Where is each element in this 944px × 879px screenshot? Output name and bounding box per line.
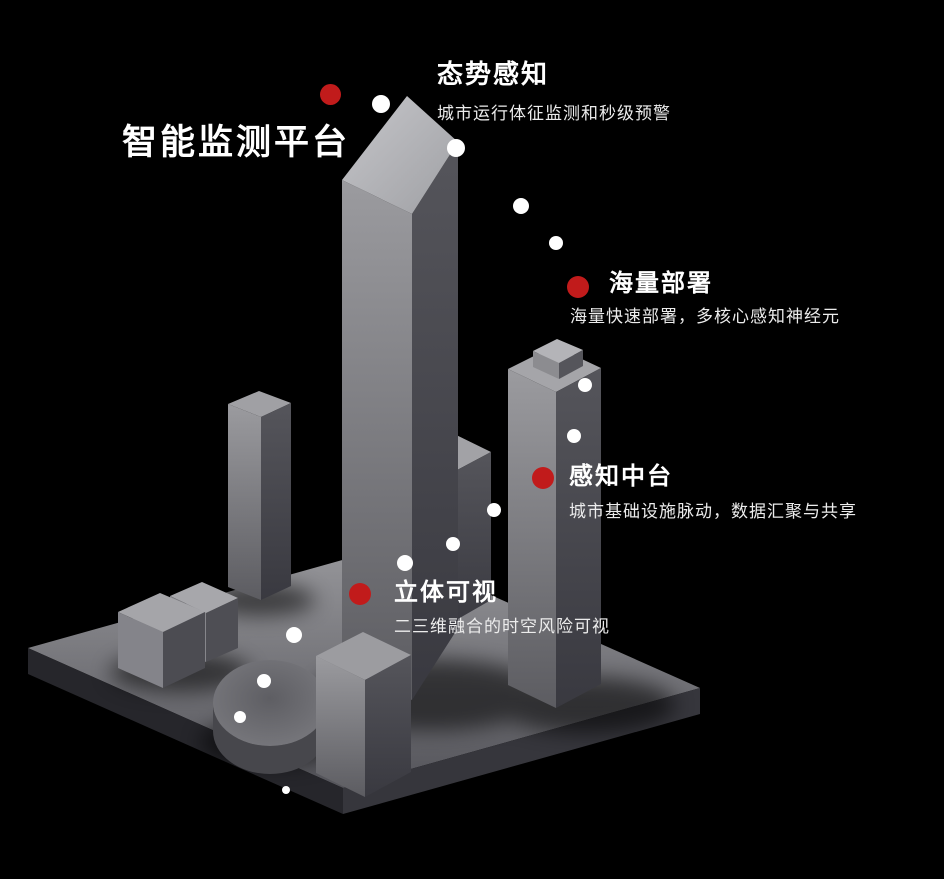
- feature-description: 二三维融合的时空风险可视: [394, 616, 610, 637]
- feature-description: 城市运行体征监测和秒级预警: [437, 104, 671, 125]
- low-slabs: [118, 582, 238, 688]
- main-tower: [342, 96, 458, 700]
- feature-heading: 感知中台: [569, 462, 673, 490]
- cylinder-structure: [213, 660, 327, 774]
- trail-dot: [513, 198, 529, 214]
- dot-trail: [234, 95, 592, 794]
- trail-dot: [578, 378, 592, 392]
- trail-dot: [447, 139, 465, 157]
- feature-3d-visualization: 立体可视 二三维融合的时空风险可视: [394, 578, 610, 638]
- feature-massive-deployment: 海量部署 海量快速部署，多核心感知神经元: [570, 269, 840, 328]
- trail-dot: [257, 674, 271, 688]
- trail-dot: [446, 537, 460, 551]
- feature-description: 海量快速部署，多核心感知神经元: [570, 306, 840, 327]
- feature-description: 城市基础设施脉动，数据汇聚与共享: [569, 501, 857, 522]
- feature-marker-dot: [349, 583, 371, 605]
- title-marker-dot: [320, 84, 341, 105]
- trail-dot: [397, 555, 413, 571]
- feature-marker-dot: [567, 276, 589, 298]
- feature-marker-dot: [532, 467, 554, 489]
- trail-dot: [372, 95, 390, 113]
- small-tower-left: [228, 391, 291, 600]
- front-building: [316, 632, 411, 797]
- trail-dot: [282, 786, 290, 794]
- right-tower: [508, 339, 601, 708]
- feature-heading: 态势感知: [437, 60, 550, 90]
- trail-dot: [234, 711, 246, 723]
- feature-perception-hub: 感知中台 城市基础设施脉动，数据汇聚与共享: [569, 462, 857, 523]
- trail-dot: [549, 236, 563, 250]
- feature-situation-awareness: 态势感知 城市运行体征监测和秒级预警: [437, 60, 671, 125]
- trail-dot: [567, 429, 581, 443]
- feature-heading: 立体可视: [394, 578, 498, 606]
- trail-dot: [487, 503, 501, 517]
- trail-dot: [286, 627, 302, 643]
- feature-heading: 海量部署: [609, 269, 713, 297]
- page-title: 智能监测平台: [122, 123, 351, 163]
